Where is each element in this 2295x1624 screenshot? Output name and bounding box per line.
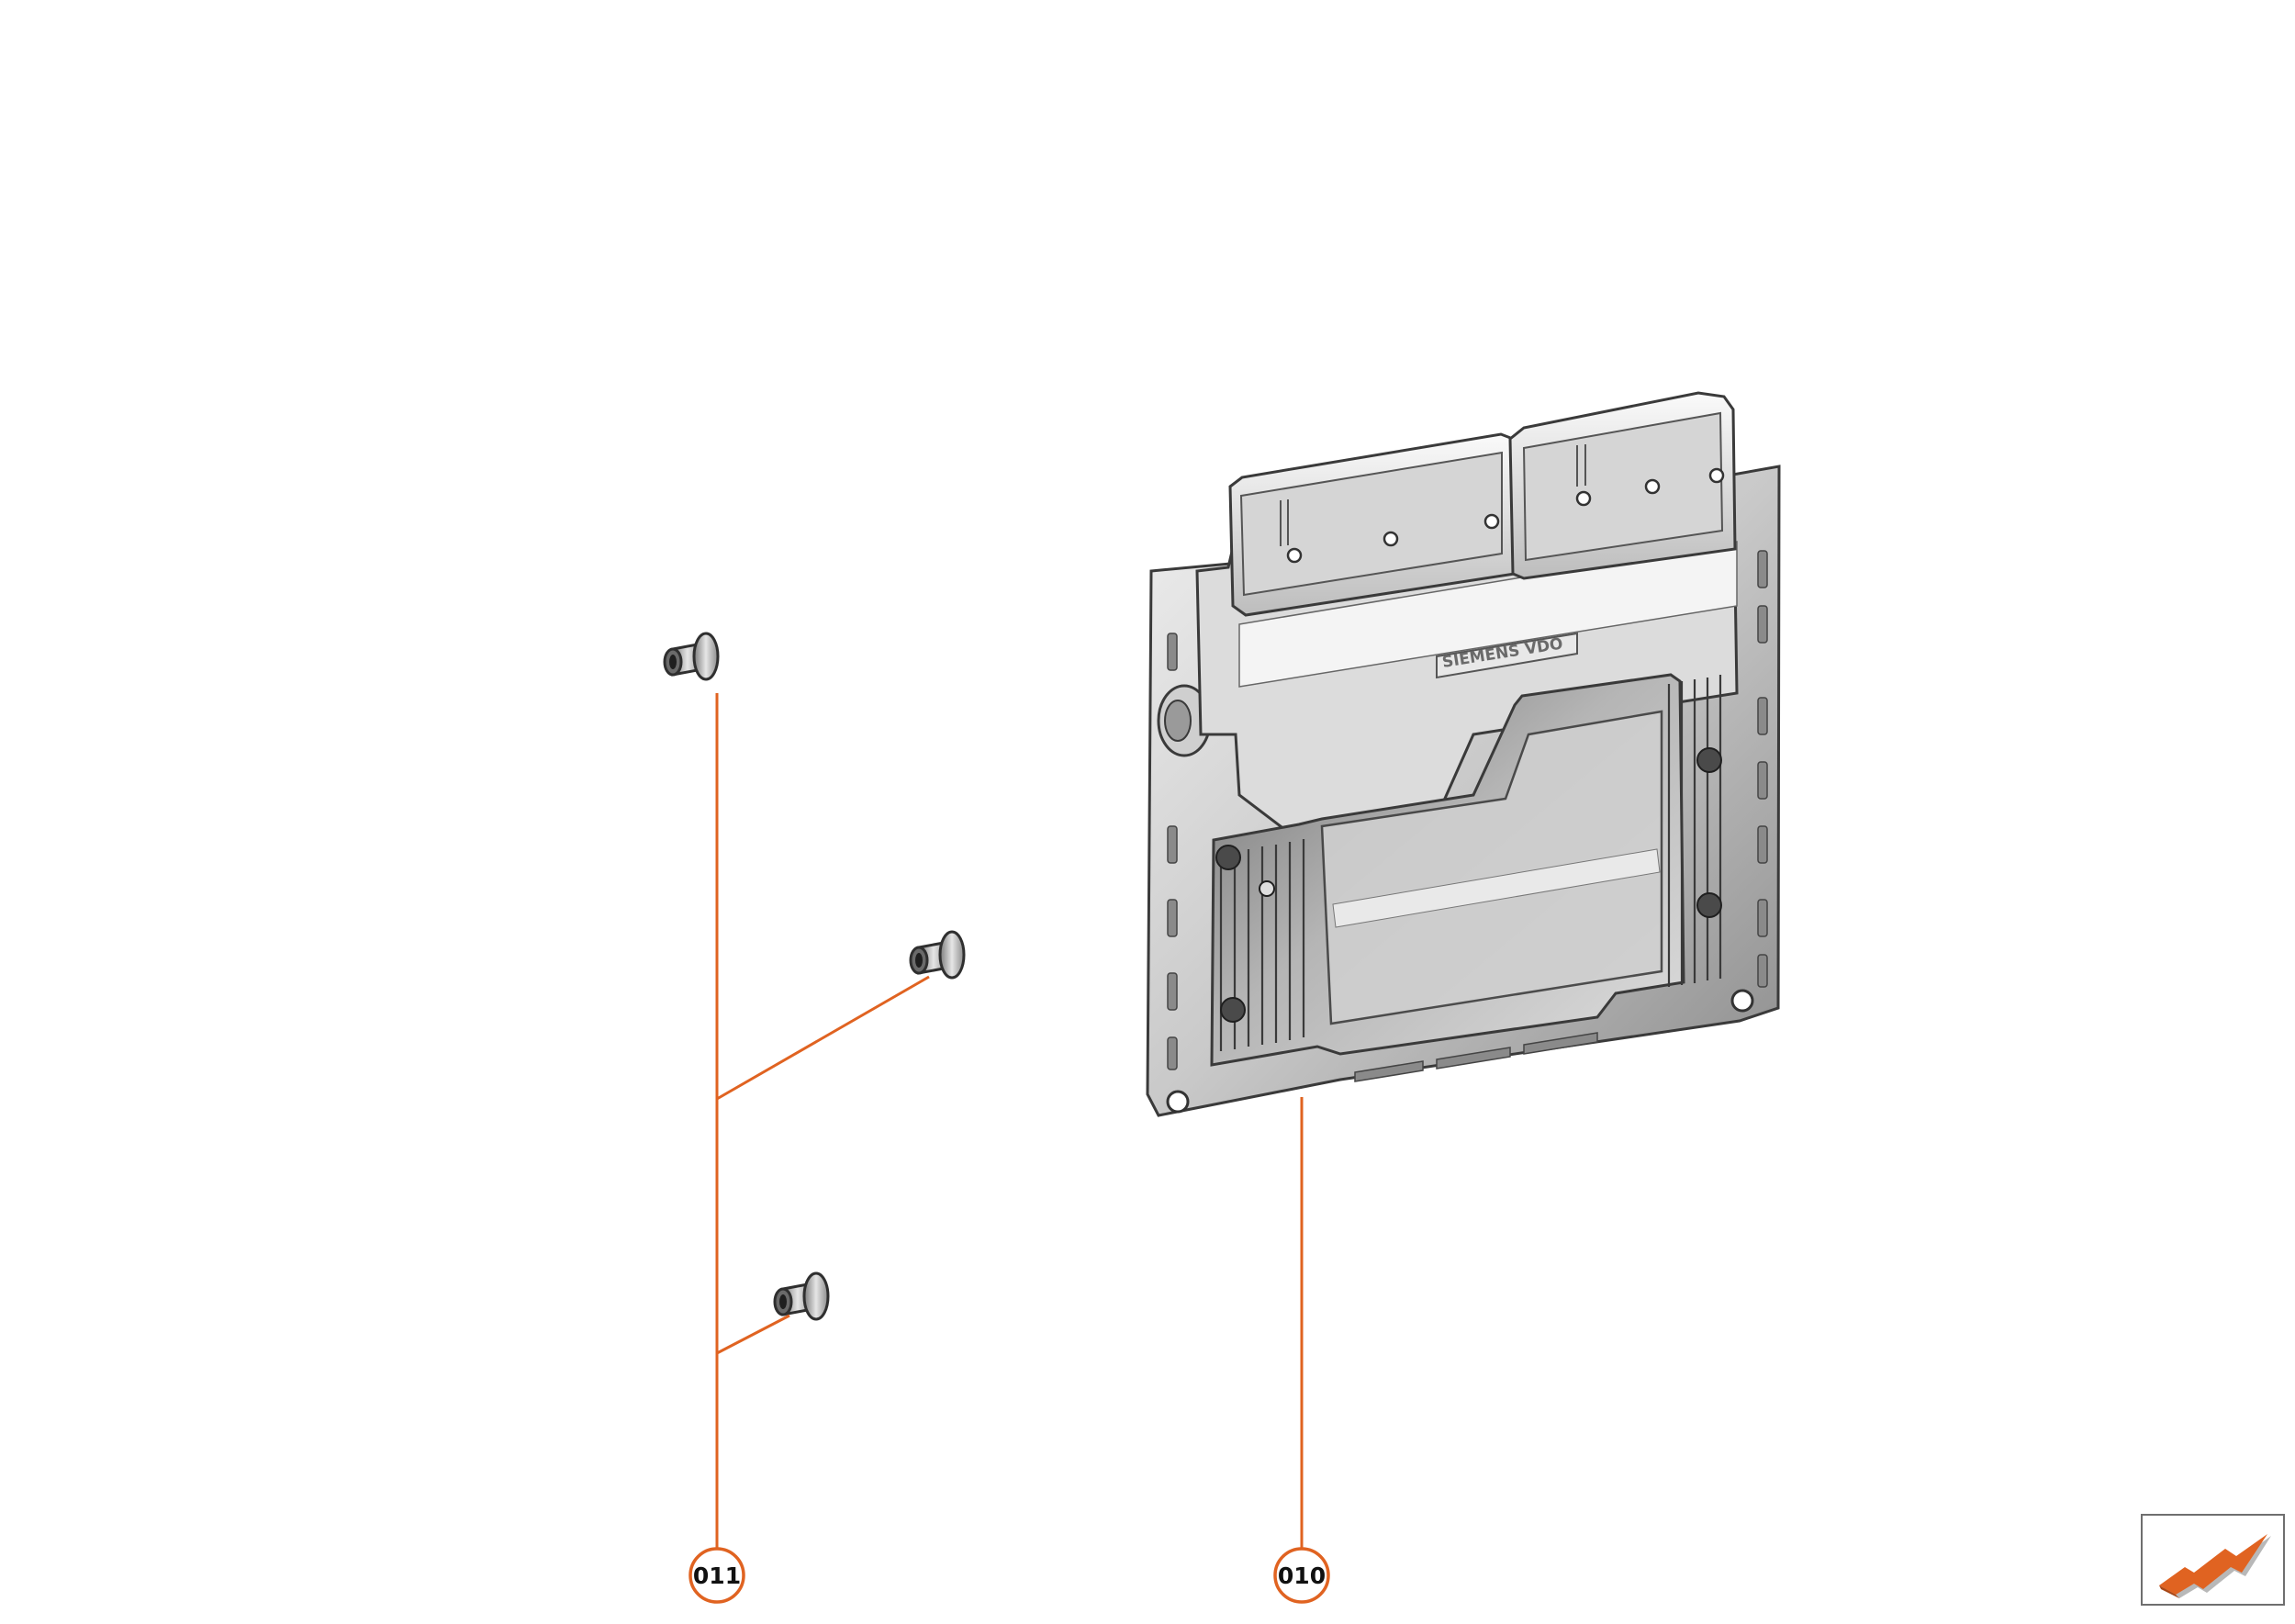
callout-label: 011 [693,1562,741,1589]
connector-socket-left [1228,432,1517,617]
callout-010[interactable]: 010 [1273,1547,1330,1604]
flange-slots-left [1167,633,1178,1070]
next-page-arrow-icon [2159,1534,2271,1598]
next-page-button[interactable] [2141,1514,2285,1606]
leader-lines-011 [715,693,930,1549]
connector-socket-right [1508,391,1737,580]
screw [663,632,720,681]
callout-label: 010 [1278,1562,1326,1589]
screw [773,1271,830,1321]
screw [909,930,966,980]
ecu-control-unit: SIEMENS VDO [1146,391,1781,1117]
mounting-hole [1730,989,1754,1013]
callout-011[interactable]: 011 [688,1547,745,1604]
branding-plate [1436,632,1578,679]
cooling-fins-right [1667,675,1722,987]
flange-slots-bottom [1354,1032,1598,1082]
flange-slots-right [1757,550,1768,988]
mounting-hole [1166,1090,1190,1114]
cover-screws [1215,747,1722,1023]
